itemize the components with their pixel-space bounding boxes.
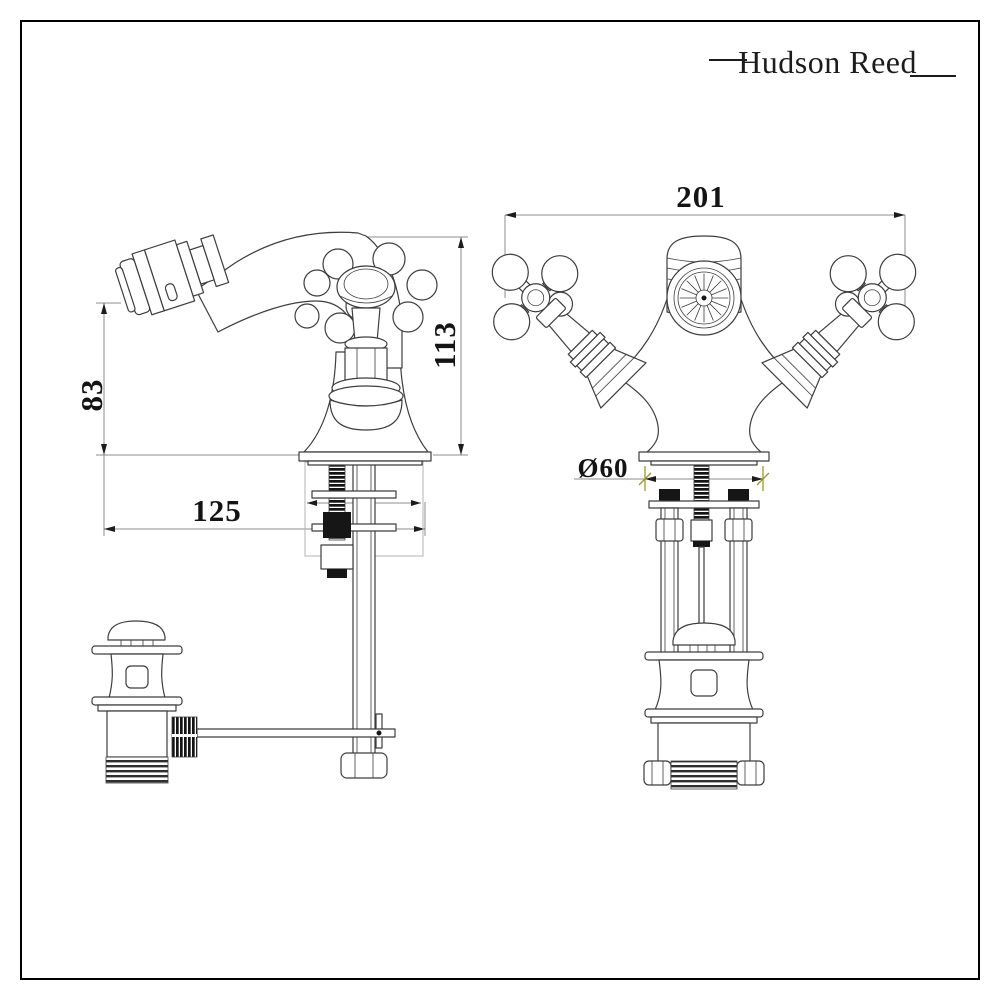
front-aerator-face [666,260,742,336]
dimension-base-diameter [574,466,770,491]
dimension-label-83: 83 [74,378,109,412]
front-spout-head [666,235,742,336]
side-popup-rod [196,713,396,779]
side-fixing-stud [311,463,397,578]
dimension-83 [96,302,299,456]
front-base-plate [638,451,770,466]
front-left-handle [491,253,647,409]
brand-logo-text: Hudson Reed [738,44,917,80]
front-tail-pipes [655,507,753,654]
front-popup-waste [643,622,765,790]
side-under-mount [196,461,424,779]
front-right-handle [761,253,917,409]
dimension-label-113: 113 [427,321,462,369]
side-view-drawing [91,231,468,784]
side-handle-cluster [294,242,438,431]
side-base-plate [298,451,432,466]
logo-right-rule [910,74,956,77]
side-supply-pipe [352,462,376,756]
dimension-label-201: 201 [676,179,726,214]
logo-left-rule [709,58,748,61]
front-view-drawing [491,212,917,790]
front-under-mount [643,462,765,790]
dimension-label-125: 125 [192,493,242,528]
side-popup-waste [91,620,198,784]
brand-logo: Hudson Reed [709,44,956,81]
dimension-label-base-diameter: Ø60 [577,453,629,483]
side-aerator-outlet [115,234,230,316]
page-border-frame [20,20,980,980]
